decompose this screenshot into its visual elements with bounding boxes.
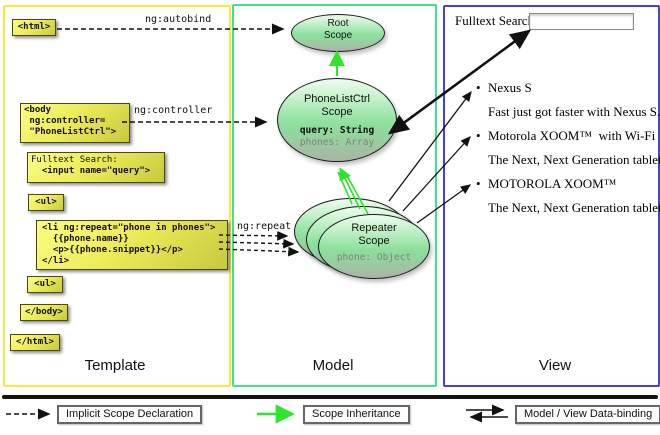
model-panel [232,4,437,387]
phone-snippet: Fast just got faster with Nexus S. [488,104,660,119]
scope-name: Scope [323,30,353,41]
list-bullet: • [476,80,481,95]
scope-property: phones: Array [299,137,375,148]
scope-name: PhoneListCtrl [303,93,371,105]
legend-separator [2,395,658,399]
scope-name: Scope [321,106,353,118]
list-bullet: • [476,176,481,191]
view-panel [443,5,660,387]
view-panel-title: View [538,357,572,374]
fulltext-template-box: Fulltext Search: <input name="query"> [27,152,165,183]
phonelistctrl-scope-ellipse: PhoneListCtrl Scope query: String phones… [277,78,397,162]
legend-implicit-scope: Implicit Scope Declaration [57,405,203,424]
legend-scope-inheritance: Scope Inheritance [303,405,410,424]
html-close-tag: </html> [10,334,60,351]
code-line: </li> [42,256,70,266]
ul-open-tag: <ul> [28,194,64,211]
root-scope-ellipse: Root Scope [291,14,385,52]
code-line: Fulltext Search: [31,155,118,165]
ng-autobind-label: ng:autobind [145,14,212,25]
html-open-tag: <html> [12,19,56,36]
fulltext-search-input[interactable] [529,13,634,30]
scope-property: query: String [299,125,375,136]
phone-name: MOTOROLA XOOM™ [488,176,617,191]
body-close-tag: </body> [20,304,68,321]
model-panel-title: Model [312,357,354,374]
body-open-tag: <body ng:controller= "PhoneListCtrl"> [20,103,130,143]
ng-controller-label: ng:controller [134,105,213,116]
repeater-scope-ellipse: Repeater Scope phone: Object [318,214,430,279]
code-line: <body [24,105,52,115]
scope-name: Scope [358,235,390,247]
template-panel-title: Template [84,357,146,374]
code-line: <input name="query"> [31,166,151,176]
scope-property: phone: Object [336,252,412,263]
scope-name: Repeater [351,222,397,234]
code-line: "PhoneListCtrl"> [24,127,117,137]
code-line: <li ng:repeat="phone in phones"> [42,223,216,233]
ul-second-tag: <ul> [27,276,63,293]
view-search-label: Fulltext Search: [455,13,538,28]
phone-snippet: The Next, Next Generation tablet. [488,200,660,215]
list-bullet: • [476,128,481,143]
code-line: {{phone.name}} [42,234,129,244]
ng-repeat-label: ng:repeat [237,221,292,232]
scope-name: Root [327,18,349,29]
phone-name: Motorola XOOM™ with Wi-Fi [488,128,656,143]
li-repeat-box: <li ng:repeat="phone in phones"> {{phone… [36,220,228,270]
code-line: ng:controller= [24,116,106,126]
legend-databinding: Model / View Data-binding [515,405,660,424]
phone-name: Nexus S [488,80,532,95]
code-line: <p>{{phone.snippet}}</p> [42,245,183,255]
phone-snippet: The Next, Next Generation tablet. [488,152,660,167]
